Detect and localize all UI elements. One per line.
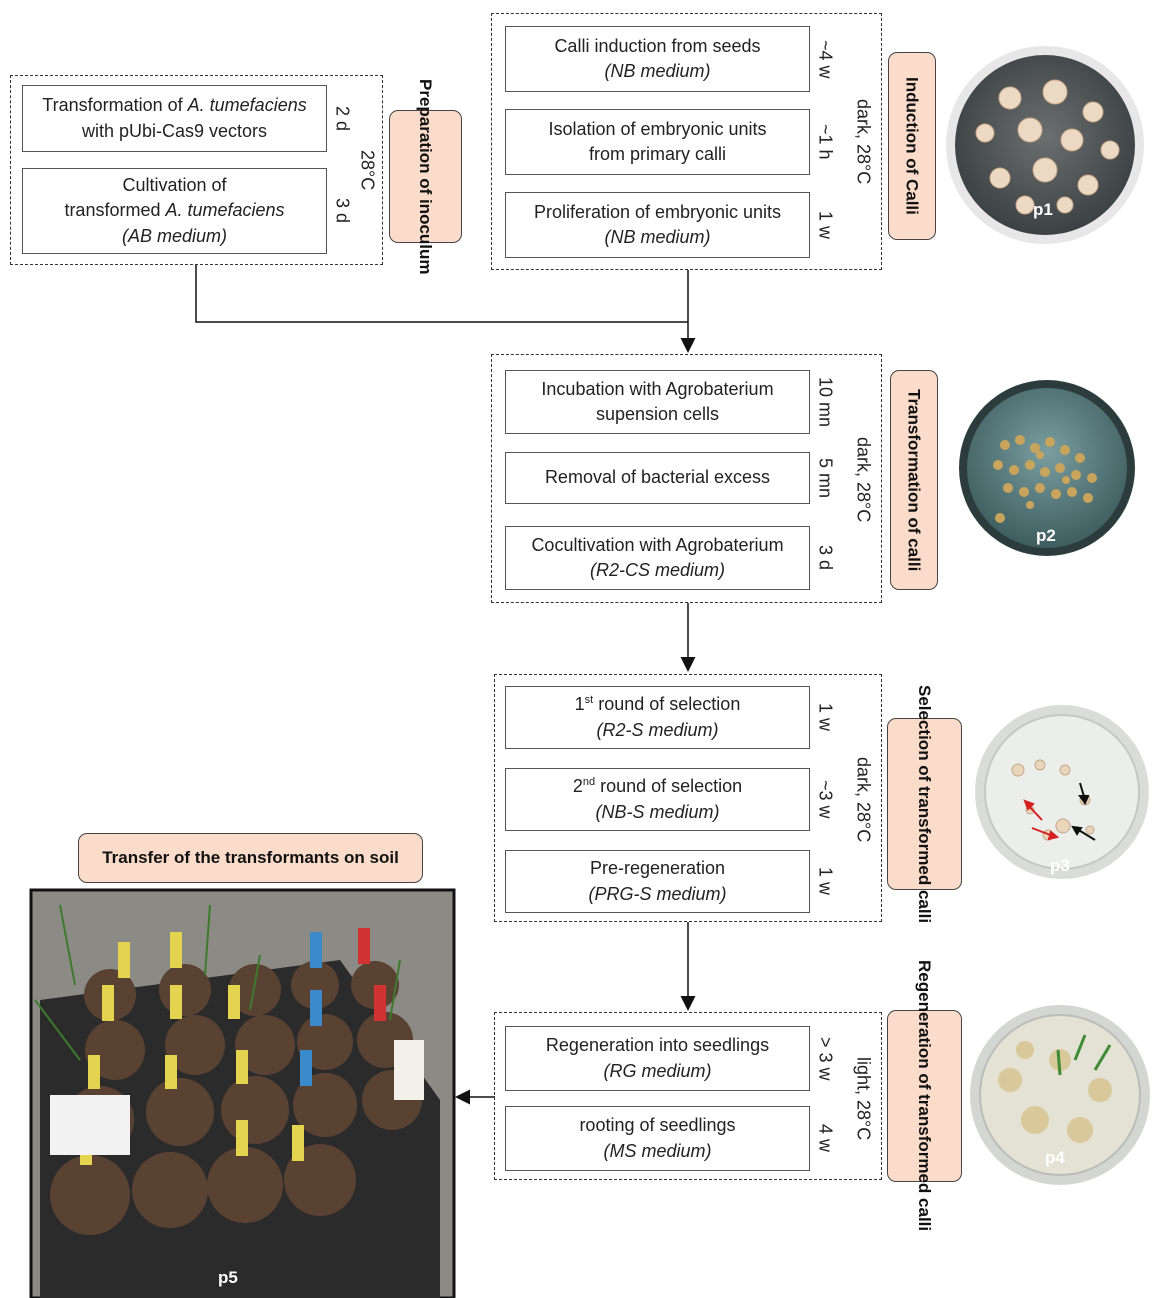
selection-group: [494, 674, 882, 922]
condition-label: dark, 28°C: [853, 437, 874, 523]
duration-label: 10 mn: [815, 376, 836, 428]
duration-label: 4 w: [815, 1124, 836, 1153]
duration-label: 3 d: [815, 545, 836, 571]
photo-label-p5: p5: [218, 1268, 238, 1287]
step-rooting-seedlings: rooting of seedlings (MS medium): [505, 1106, 810, 1171]
photo-label-p1: p1: [1033, 200, 1053, 219]
step-second-selection: 2nd round of selection (NB-S medium): [505, 768, 810, 831]
induction-tag: Induction of Calli: [888, 52, 936, 240]
step-calli-induction: Calli induction from seeds (NB medium): [505, 26, 810, 92]
duration-label: > 3 w: [815, 1036, 836, 1081]
selection-tag: Selection of transformed calli: [887, 685, 962, 923]
duration-label: ~4 w: [815, 39, 836, 79]
step-proliferation: Proliferation of embryonic units (NB med…: [505, 192, 810, 258]
condition-label: 28°C: [357, 149, 378, 191]
condition-label: dark, 28°C: [853, 756, 874, 843]
duration-label: 2 d: [332, 105, 353, 132]
duration-label: 1 w: [815, 210, 836, 239]
regeneration-tag: Regeneration of transformed calli: [887, 960, 962, 1232]
duration-label: ~1 h: [815, 124, 836, 160]
duration-label: 5 mn: [815, 457, 836, 499]
preparation-tag: Preparation of inoculum: [389, 79, 462, 274]
step-isolation-embryonic-units: Isolation of embryonic units from primar…: [505, 109, 810, 175]
step-removal-bacteria: Removal of bacterial excess: [505, 452, 810, 504]
step-pre-regeneration: Pre-regeneration (PRG-S medium): [505, 850, 810, 913]
duration-label: 1 w: [815, 703, 836, 732]
step-cocultivation: Cocultivation with Agrobaterium (R2-CS m…: [505, 526, 810, 590]
duration-label: 3 d: [332, 198, 353, 224]
condition-label: dark, 28°C: [853, 99, 874, 185]
transformation-group: [491, 354, 882, 603]
step-regeneration-seedlings: Regeneration into seedlings (RG medium): [505, 1026, 810, 1091]
condition-label: light, 28°C: [853, 1056, 874, 1141]
preparation-group: [10, 75, 383, 265]
step-cultivation-agrobacterium: Cultivation of transformed A. tumefacien…: [22, 168, 327, 254]
regeneration-group: [494, 1012, 882, 1180]
step-incubation: Incubation with Agrobaterium supension c…: [505, 370, 810, 434]
induction-group: [491, 13, 882, 270]
photo-label-p3: p3: [1050, 856, 1070, 875]
duration-label: 1 w: [815, 867, 836, 896]
photo-label-p2: p2: [1036, 526, 1056, 545]
duration-label: ~3 w: [815, 780, 836, 819]
photo-label-p4: p4: [1045, 1148, 1065, 1167]
merge-line: [195, 265, 688, 323]
transformation-tag: Transformation of calli: [890, 370, 938, 590]
step-transformation-agrobacterium: Transformation of A. tumefaciens with pU…: [22, 85, 327, 152]
step-first-selection: 1st round of selection (R2-S medium): [505, 686, 810, 749]
soil-transfer-title: Transfer of the transformants on soil: [78, 833, 423, 883]
